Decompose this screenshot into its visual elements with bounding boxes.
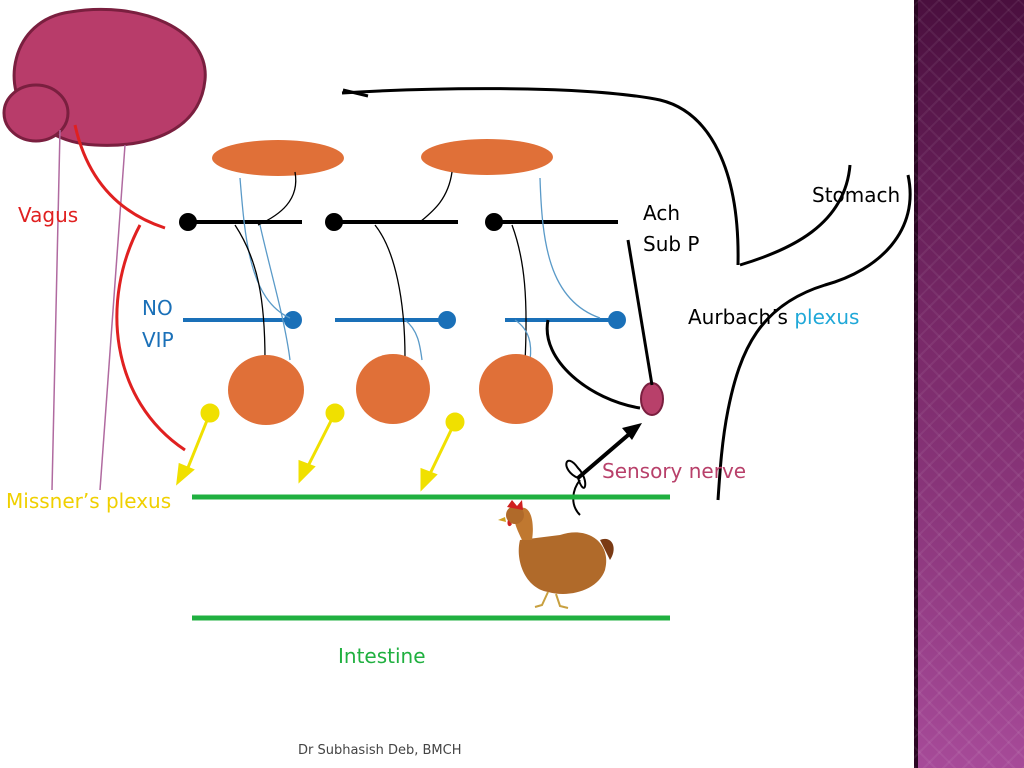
vip-label: VIP: [142, 328, 174, 352]
inhibitory-neurons: [183, 311, 626, 329]
excitatory-neurons: [179, 213, 618, 231]
yellow-effector-arrows: [176, 403, 465, 492]
credit-footer: Dr Subhasish Deb, BMCH: [298, 743, 461, 758]
connecting-fibers: [234, 171, 601, 363]
lower-ganglion-1: [228, 355, 304, 425]
sensory-neuron-body: [640, 382, 664, 416]
no-label: NO: [142, 296, 173, 320]
upper-ganglion-2: [421, 139, 553, 175]
vagus-nerve-upper: [73, 124, 166, 230]
sub-p-label: Sub P: [643, 232, 699, 256]
vagus-label: Vagus: [18, 203, 78, 227]
decorative-side-band: [914, 0, 1024, 768]
upper-ganglion-1: [212, 140, 344, 176]
sensory-nerve-label: Sensory nerve: [602, 459, 746, 483]
missner-plexus-label: Missner’s plexus: [6, 489, 171, 513]
aurbach-label-plexus: plexus: [794, 305, 859, 329]
aurbach-plexus-label: Aurbach’s plexus: [688, 305, 859, 329]
lower-ganglion-3: [479, 354, 553, 424]
stomach-label: Stomach: [812, 183, 900, 207]
aurbach-label-prefix: Aurbach’s: [688, 305, 794, 329]
chicken-illustration: [498, 500, 614, 609]
ach-label: Ach: [643, 201, 680, 225]
missner-line-1: [51, 129, 61, 491]
intestine-label: Intestine: [338, 644, 426, 668]
stomach-outline: [341, 87, 912, 501]
vagus-nerve-lower: [115, 224, 186, 452]
lower-ganglion-2: [356, 354, 430, 424]
brain-shape: [2, 7, 207, 147]
